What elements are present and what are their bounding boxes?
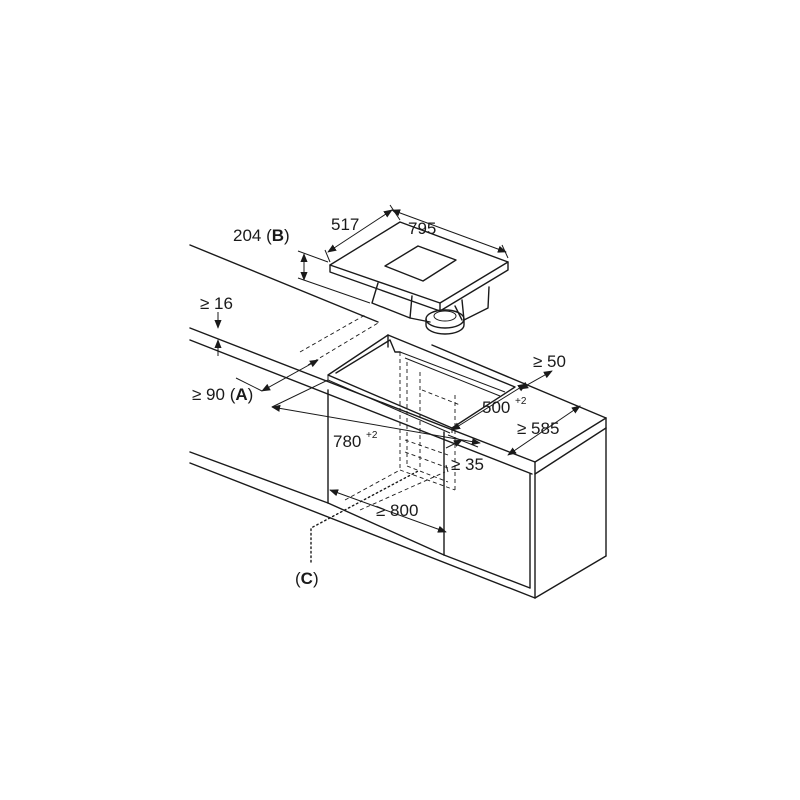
front-distance-label: ≥ 90 (A) <box>192 385 253 404</box>
cutout-depth-tolerance: +2 <box>515 396 527 407</box>
dimension-lines <box>214 204 581 563</box>
hidden-lines <box>299 314 461 511</box>
dimension-labels: 795 517 204 (B) ≥ 16 ≥ 90 (A) 780 +2 500… <box>192 215 566 588</box>
cutout-width-tolerance: +2 <box>366 430 378 441</box>
unit-height-value: 204 <box>233 226 261 245</box>
cabinet-width-label: ≥ 800 <box>376 501 418 520</box>
cutout-depth-label: 500 <box>482 398 510 417</box>
cooktop-appliance <box>329 221 509 335</box>
unit-height-ref: B <box>272 226 284 245</box>
cooktop-width-label: 795 <box>408 219 436 238</box>
ref-c-value: C <box>301 569 313 588</box>
back-distance-label: ≥ 50 <box>533 352 566 371</box>
cooktop-depth-label: 517 <box>331 215 359 234</box>
worktop-depth-label: ≥ 585 <box>517 419 559 438</box>
unit-height-label: 204 (B) <box>233 226 290 245</box>
ref-c-label: (C) <box>295 569 319 588</box>
front-distance-value: ≥ 90 <box>192 385 225 404</box>
cutout-width-label: 780 <box>333 432 361 451</box>
side-distance-label: ≥ 35 <box>451 455 484 474</box>
worktop-thickness-label: ≥ 16 <box>200 294 233 313</box>
front-distance-ref: A <box>235 385 247 404</box>
